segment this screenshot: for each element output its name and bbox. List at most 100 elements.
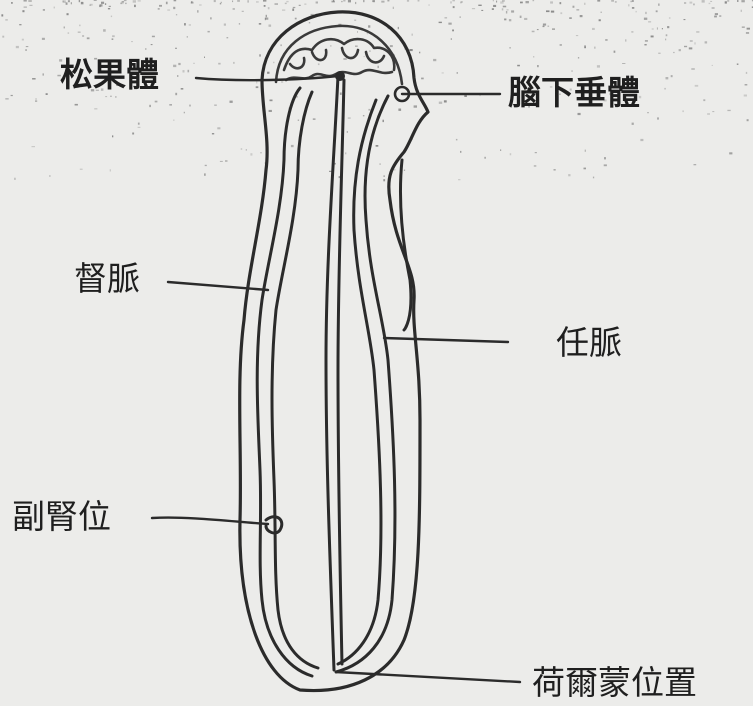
scan-speck (429, 4, 430, 5)
scan-speck (94, 0, 97, 1)
scan-speck (744, 95, 747, 97)
scan-speck (533, 0, 535, 1)
scan-speck (220, 161, 223, 162)
scan-speck (256, 81, 257, 83)
scan-speck (99, 5, 101, 7)
scan-speck (233, 8, 235, 10)
scan-speck (452, 30, 454, 32)
scan-speck (78, 32, 81, 33)
scan-speck (404, 170, 405, 172)
scan-speck (625, 39, 626, 41)
scan-speck (68, 0, 70, 2)
scan-speck (458, 179, 460, 180)
scan-speck (189, 105, 191, 107)
scan-speck (665, 88, 666, 90)
scan-speck (506, 11, 507, 14)
scan-speck (151, 44, 153, 45)
scan-speck (604, 164, 607, 166)
scan-speck (460, 151, 461, 153)
scan-speck (220, 3, 221, 4)
scan-speck (502, 0, 505, 2)
scan-speck (125, 3, 126, 4)
pineal-label: 松果體 (60, 55, 159, 94)
scan-speck (658, 4, 659, 6)
scan-speck (578, 57, 579, 58)
scan-speck (188, 70, 190, 73)
scan-speck (702, 0, 705, 3)
scan-speck (134, 5, 136, 7)
scan-speck (737, 64, 739, 65)
scan-speck (355, 46, 358, 47)
scan-speck (138, 0, 141, 1)
scan-speck (520, 16, 522, 18)
scan-speck (378, 66, 379, 68)
scan-speck (741, 0, 744, 2)
ren-mai-leader (384, 338, 508, 342)
du-mai-label: 督脈 (74, 259, 140, 298)
scan-speck (632, 123, 634, 125)
scan-speck (230, 101, 233, 103)
scan-speck (592, 28, 595, 30)
scan-speck (335, 163, 337, 165)
ren-mai-channel-inner (338, 100, 381, 664)
scan-speck (383, 179, 385, 181)
scan-speck (269, 25, 272, 27)
scan-speck (394, 169, 396, 170)
scan-speck (464, 95, 467, 97)
scan-speck (199, 5, 202, 6)
scan-speck (657, 27, 658, 29)
scan-speck (94, 108, 97, 109)
scan-speck (285, 3, 287, 4)
scan-speck (715, 13, 718, 15)
scan-speck (208, 31, 210, 33)
scan-speck (75, 104, 78, 106)
scan-speck (636, 11, 637, 13)
scan-speck (393, 7, 394, 9)
scan-speck (614, 51, 616, 53)
scan-speck (138, 127, 141, 128)
scan-speck (101, 2, 104, 4)
scan-speck (511, 10, 514, 12)
scan-speck (79, 25, 81, 27)
scan-speck (256, 86, 259, 88)
scan-speck (409, 49, 412, 51)
scan-speck (318, 63, 320, 65)
scan-speck (481, 10, 483, 11)
scan-speck (204, 57, 205, 58)
scan-speck (644, 18, 647, 20)
scan-speck (32, 146, 36, 147)
scan-speck (645, 40, 648, 42)
scan-speck (286, 1, 288, 2)
scan-speck (357, 31, 358, 32)
scan-speck (615, 1, 617, 2)
scan-speck (569, 17, 572, 19)
scan-speck (390, 45, 393, 47)
scan-speck (28, 0, 32, 2)
scan-speck (124, 0, 127, 1)
scan-speck (241, 148, 243, 149)
scan-speck (178, 63, 180, 65)
scan-speck (560, 44, 562, 46)
scan-speck (348, 118, 351, 119)
scan-speck (398, 27, 399, 29)
scan-speck (363, 0, 364, 2)
scan-speck (373, 0, 375, 2)
scan-speck (183, 70, 185, 72)
scan-speck (690, 2, 693, 4)
scan-speck (138, 123, 140, 125)
scan-speck (348, 0, 351, 2)
scan-speck (341, 1, 342, 2)
scan-speck (683, 110, 684, 112)
scan-speck (295, 18, 297, 20)
scan-speck (560, 12, 562, 14)
scan-speck (707, 113, 710, 114)
scan-speck (269, 110, 272, 112)
scan-speck (398, 109, 401, 111)
scan-speck (414, 105, 417, 107)
scan-speck (746, 72, 747, 74)
scan-speck (741, 10, 742, 12)
scan-speck (232, 1, 233, 3)
scan-speck (43, 9, 45, 11)
scan-speck (63, 0, 66, 3)
scan-speck (605, 39, 607, 41)
